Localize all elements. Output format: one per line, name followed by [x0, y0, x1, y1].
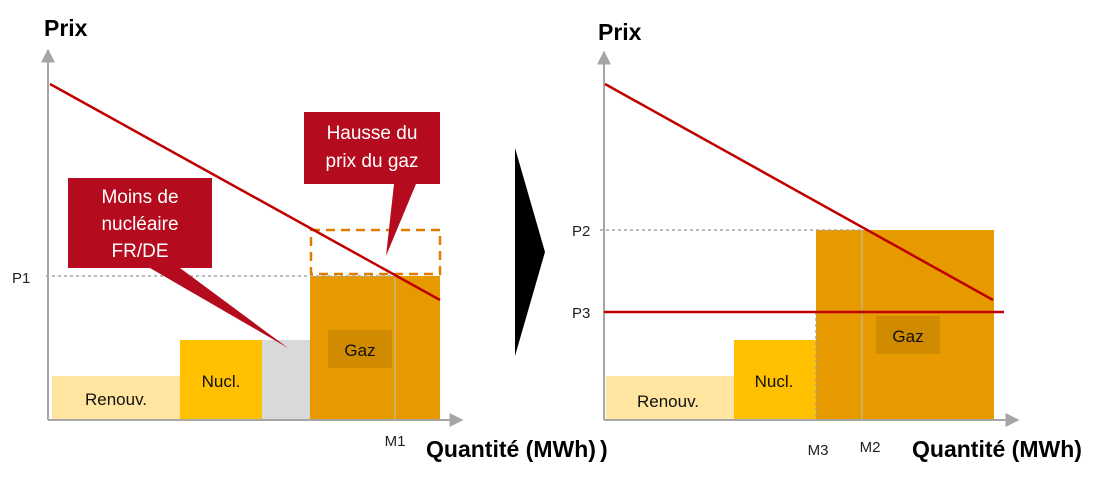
- nuclear-callout: Moins de nucléaire FR/DE: [68, 178, 288, 348]
- right-m3-label: M3: [808, 442, 829, 459]
- right-nucl-bar: [734, 340, 816, 420]
- left-renouv-bar: [52, 376, 180, 420]
- right-gaz-label-bg: [876, 316, 940, 354]
- right-gaz-label: Gaz: [892, 327, 923, 346]
- right-y-axis-title: Prix: [598, 19, 642, 45]
- right-renouv-bar: [606, 376, 734, 420]
- left-panel: Renouv. Nucl. Gaz Prix P1 M1 Quantité (M…: [12, 15, 608, 462]
- left-m1-label: M1: [385, 433, 406, 450]
- right-renouv-label: Renouv.: [637, 392, 699, 411]
- right-demand-line: [604, 82, 994, 302]
- left-gaz-label-bg: [328, 330, 392, 368]
- left-gas-increase-box: [309, 228, 442, 276]
- right-panel: Renouv. Nucl. Gaz Prix P2 P3 M3 M2 Quant…: [572, 19, 1082, 462]
- left-nucl-label: Nucl.: [202, 372, 241, 391]
- left-x-axis-suffix: ): [600, 436, 608, 462]
- gas-callout: Hausse du prix du gaz: [304, 112, 440, 256]
- left-x-axis-title: Quantité (MWh): [426, 436, 596, 462]
- gas-callout-line-2: prix du gaz: [326, 151, 419, 172]
- left-demand-line: [49, 82, 441, 302]
- left-renouv-label: Renouv.: [85, 390, 147, 409]
- left-nucl-bar: [180, 340, 262, 420]
- transition-arrow: [515, 148, 545, 356]
- nuclear-callout-line-1: Moins de: [101, 187, 178, 208]
- nuclear-callout-line-3: FR/DE: [112, 241, 169, 262]
- right-nucl-label: Nucl.: [755, 372, 794, 391]
- right-p2-label: P2: [572, 223, 590, 240]
- left-gaz-label: Gaz: [344, 341, 375, 360]
- left-removed-nucl-bar: [262, 340, 310, 420]
- left-y-axis-title: Prix: [44, 15, 88, 41]
- nuclear-callout-line-2: nucléaire: [101, 214, 178, 235]
- gas-callout-line-1: Hausse du: [327, 123, 418, 144]
- right-x-axis-title: Quantité (MWh): [912, 436, 1082, 462]
- left-p1-label: P1: [12, 270, 30, 287]
- right-p3-label: P3: [572, 305, 590, 322]
- right-m2-label: M2: [860, 439, 881, 456]
